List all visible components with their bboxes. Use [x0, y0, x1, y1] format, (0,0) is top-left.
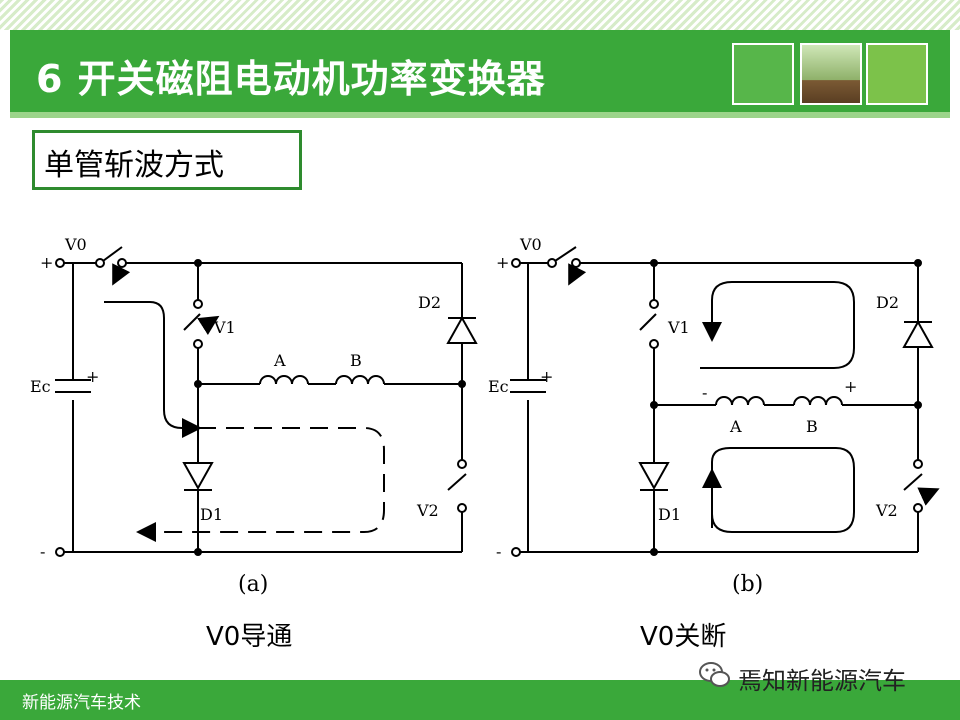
label-plus-b: + — [496, 253, 509, 272]
footer-bar — [0, 680, 960, 720]
wechat-icon — [699, 662, 730, 687]
circuit-b-labels: + - V0 V1 D1 D2 V2 Ec + - + A B (b) — [488, 235, 899, 597]
subtitle-box — [32, 130, 302, 190]
subtitle: 单管斩波方式 — [44, 148, 224, 183]
header-image-leaf — [866, 43, 928, 105]
label-ec-a: Ec — [30, 377, 51, 396]
circuit-diagrams: + - V0 V1 D1 D2 V2 Ec + A B (a) — [30, 235, 940, 597]
caption-b: V0关断 — [640, 622, 727, 652]
label-d1-b: D1 — [658, 505, 681, 524]
top-stripe — [0, 0, 960, 30]
tag-b: (b) — [732, 572, 763, 597]
label-a-b: A — [729, 417, 742, 436]
label-b-b: B — [806, 417, 818, 436]
label-v2-b: V2 — [875, 501, 898, 520]
slide-title: 6 开关磁阻电动机功率变换器 — [36, 57, 546, 101]
label-minus-a: - — [40, 542, 45, 561]
label-ec-b: Ec — [488, 377, 509, 396]
label-v0-a: V0 — [64, 235, 87, 254]
label-v1-a: V1 — [213, 318, 236, 337]
footer-text: 新能源汽车技术 — [22, 693, 141, 713]
label-winding-minus-b: - — [702, 383, 707, 402]
label-d2-a: D2 — [418, 293, 441, 312]
circuit-a-labels: + - V0 V1 D1 D2 V2 Ec + A B (a) — [30, 235, 441, 597]
circuit-a — [55, 246, 478, 557]
label-b-a: B — [350, 351, 362, 370]
label-cap-plus-a: + — [86, 367, 99, 386]
label-plus-a: + — [40, 253, 53, 272]
label-d2-b: D2 — [876, 293, 899, 312]
label-v0-b: V0 — [519, 235, 542, 254]
circuit-b — [510, 246, 940, 557]
header-image-sprout — [800, 43, 862, 105]
label-winding-plus-b: + — [844, 377, 857, 396]
tag-a: (a) — [238, 572, 268, 597]
label-a-a: A — [273, 351, 286, 370]
label-d1-a: D1 — [200, 505, 223, 524]
caption-a: V0导通 — [206, 622, 293, 652]
label-minus-b: - — [496, 542, 501, 561]
watermark-text: 焉知新能源汽车 — [738, 667, 906, 695]
header-image-green — [732, 43, 794, 105]
label-v1-b: V1 — [667, 318, 690, 337]
label-cap-plus-b: + — [540, 367, 553, 386]
label-v2-a: V2 — [416, 501, 439, 520]
